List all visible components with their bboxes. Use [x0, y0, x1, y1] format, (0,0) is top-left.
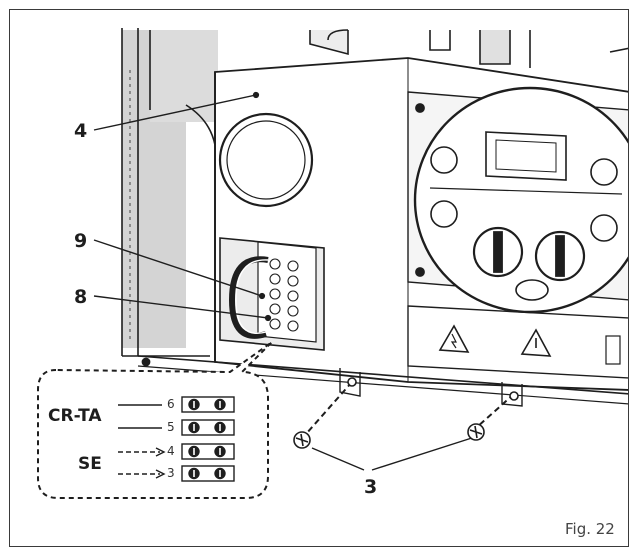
terminal-number: 5	[167, 420, 175, 434]
control-panel	[137, 57, 628, 407]
screw-paths	[305, 381, 515, 435]
label-cr-ta: CR-TA	[48, 406, 102, 426]
label-se: SE	[78, 454, 102, 474]
screws	[293, 377, 519, 449]
callout-screws: 3	[364, 476, 378, 498]
boiler-drawing	[37, 28, 628, 499]
leader-lines	[93, 91, 479, 471]
callout-panel: 4	[74, 120, 88, 142]
callout-terminal-block: 9	[74, 230, 88, 252]
terminal-block	[219, 237, 325, 351]
terminal-number: 3	[167, 466, 175, 480]
terminal-number: 4	[167, 444, 175, 458]
callout-cable-clamp: 8	[74, 286, 88, 308]
figure-caption: Fig. 22	[565, 520, 615, 538]
boiler-casing	[121, 28, 628, 357]
wiring-lines	[118, 404, 166, 479]
figure-frame: 4 9 8 3 CR-TA SE 6 5 4 3 Fig. 22	[9, 9, 629, 547]
detail-terminals	[181, 396, 235, 482]
terminal-number: 6	[167, 397, 175, 411]
